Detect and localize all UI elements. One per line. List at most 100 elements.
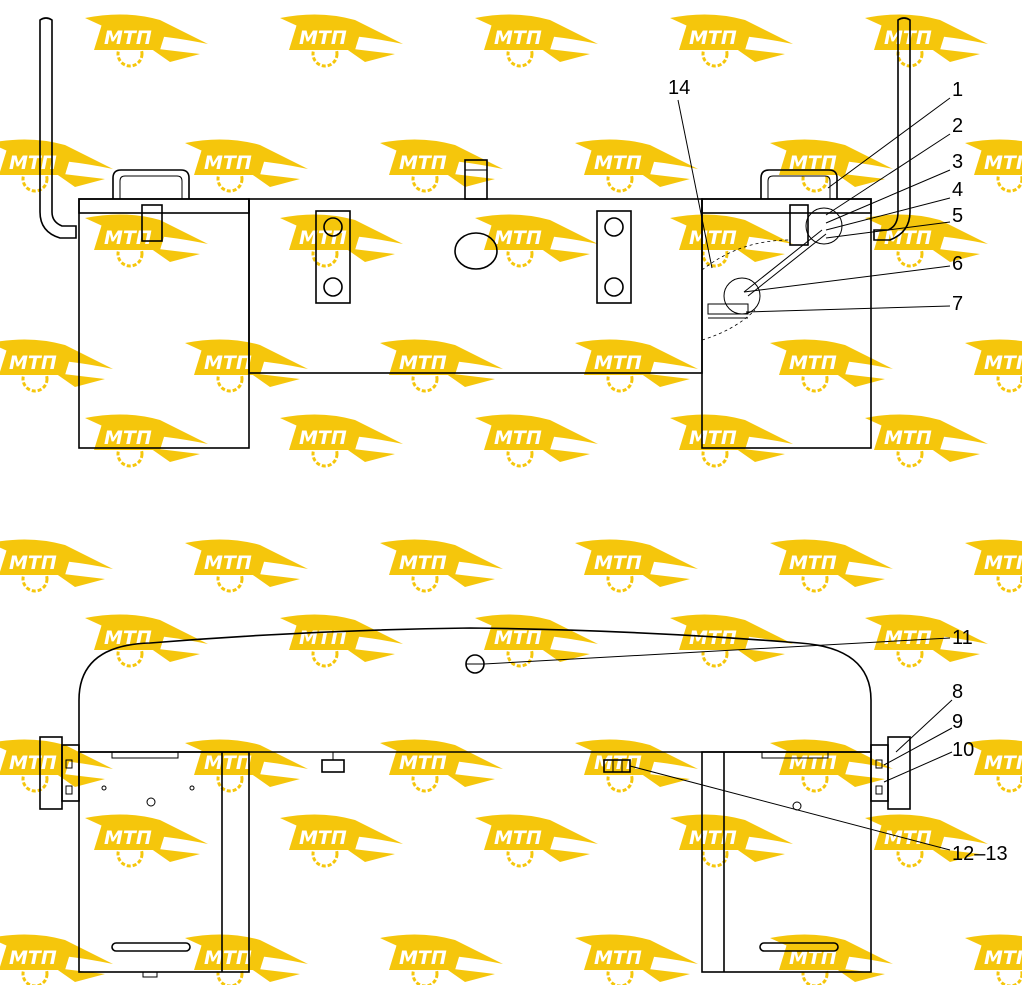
watermark-logo: МТП — [475, 614, 598, 668]
watermark-logo: МТП — [280, 614, 403, 668]
watermark-text: МТП — [299, 427, 347, 449]
right-slot — [759, 942, 839, 952]
watermark-logo: МТП — [670, 214, 793, 268]
watermark-logo: МТП — [770, 139, 893, 193]
watermark-logo: МТП — [380, 339, 503, 393]
leader-lines — [483, 97, 953, 851]
watermark-text: МТП — [399, 552, 447, 574]
watermark-text: МТП — [494, 27, 542, 49]
watermark-logo: МТП — [0, 934, 113, 985]
watermark-text: МТП — [9, 552, 57, 574]
watermark-logo: МТП — [865, 614, 988, 668]
watermark-logo: МТП — [770, 739, 893, 793]
watermark-text: МТП — [104, 27, 152, 49]
linkage-rod — [743, 229, 823, 293]
watermark-logo: МТП — [85, 414, 208, 468]
watermark-text: МТП — [984, 152, 1022, 174]
watermark-text: МТП — [689, 427, 737, 449]
watermark-text: МТП — [299, 227, 347, 249]
bolt — [323, 217, 343, 237]
watermark-logo: МТП — [965, 934, 1022, 985]
callout-3: 3 — [952, 151, 963, 173]
watermark-text: МТП — [689, 627, 737, 649]
watermark-logo: МТП — [380, 739, 503, 793]
watermark-text: МТП — [299, 827, 347, 849]
watermark-logo: МТП — [670, 414, 793, 468]
watermark-logo: МТП — [185, 934, 308, 985]
callout-12-13: 12–13 — [952, 843, 1008, 865]
watermark-logo: МТП — [575, 139, 698, 193]
callout-labels: 1 2 3 4 5 6 7 8 9 10 11 12–13 14 — [668, 77, 1008, 865]
watermark-text: МТП — [204, 352, 252, 374]
watermark-layer: МТП МТП МТП МТП МТП МТП МТП МТП МТП МТП МТП МТП МТП М… — [0, 14, 1022, 985]
watermark-text: МТП — [399, 947, 447, 969]
callout-14: 14 — [668, 77, 690, 99]
callout-4: 4 — [952, 179, 963, 201]
watermark-text: МТП — [494, 827, 542, 849]
watermark-logo: МТП — [85, 14, 208, 68]
watermark-text: МТП — [204, 947, 252, 969]
right-bracket — [870, 744, 889, 802]
watermark-text: МТП — [594, 152, 642, 174]
watermark-logo: МТП — [0, 339, 113, 393]
right-latch — [789, 204, 809, 246]
watermark-logo: МТП — [965, 539, 1022, 593]
watermark-logo: МТП — [280, 14, 403, 68]
watermark-logo: МТП — [575, 934, 698, 985]
left-bolt-plate — [315, 210, 351, 304]
left-pipe — [39, 17, 77, 239]
watermark-logo: МТП — [770, 339, 893, 393]
callout-11: 11 — [952, 627, 973, 649]
watermark-text: МТП — [789, 752, 837, 774]
watermark-text: МТП — [884, 627, 932, 649]
watermark-text: МТП — [789, 552, 837, 574]
watermark-text: МТП — [9, 752, 57, 774]
top-view — [39, 17, 911, 449]
watermark-text: МТП — [299, 627, 347, 649]
watermark-text: МТП — [884, 227, 932, 249]
callout-2: 2 — [952, 115, 963, 137]
watermark-logo: МТП — [965, 739, 1022, 793]
watermark-logo: МТП — [185, 539, 308, 593]
callout-10: 10 — [952, 739, 974, 761]
watermark-logo: МТП — [475, 414, 598, 468]
left-latch — [141, 204, 163, 242]
watermark-text: МТП — [204, 152, 252, 174]
watermark-logo: МТП — [575, 539, 698, 593]
callout-1: 1 — [952, 79, 963, 101]
watermark-logo: МТП — [770, 934, 893, 985]
watermark-text: МТП — [204, 552, 252, 574]
bolt — [323, 277, 343, 297]
watermark-text: МТП — [594, 947, 642, 969]
detail-circle — [723, 277, 761, 315]
watermark-logo: МТП — [965, 139, 1022, 193]
watermark-logo: МТП — [280, 414, 403, 468]
watermark-logo: МТП — [380, 139, 503, 193]
watermark-text: МТП — [104, 427, 152, 449]
watermark-text: МТП — [984, 552, 1022, 574]
watermark-logo: МТП — [670, 614, 793, 668]
watermark-text: МТП — [884, 427, 932, 449]
callout-6: 6 — [952, 253, 963, 275]
watermark-text: МТП — [789, 152, 837, 174]
watermark-text: МТП — [494, 627, 542, 649]
watermark-logo: МТП — [185, 139, 308, 193]
watermark-text: МТП — [689, 827, 737, 849]
watermark-logo: МТП — [670, 14, 793, 68]
watermark-logo: МТП — [280, 814, 403, 868]
watermark-logo: МТП — [865, 414, 988, 468]
watermark-logo: МТП — [865, 14, 988, 68]
watermark-logo: МТП — [0, 739, 113, 793]
watermark-text: МТП — [9, 947, 57, 969]
watermark-text: МТП — [104, 827, 152, 849]
watermark-text: МТП — [494, 227, 542, 249]
left-slot — [111, 942, 191, 952]
bolt — [604, 217, 624, 237]
right-bolt-plate — [596, 210, 632, 304]
watermark-logo: МТП — [575, 339, 698, 393]
watermark-text: МТП — [204, 752, 252, 774]
right-tank-lid — [701, 198, 872, 214]
watermark-logo: МТП — [865, 814, 988, 868]
watermark-text: МТП — [789, 947, 837, 969]
